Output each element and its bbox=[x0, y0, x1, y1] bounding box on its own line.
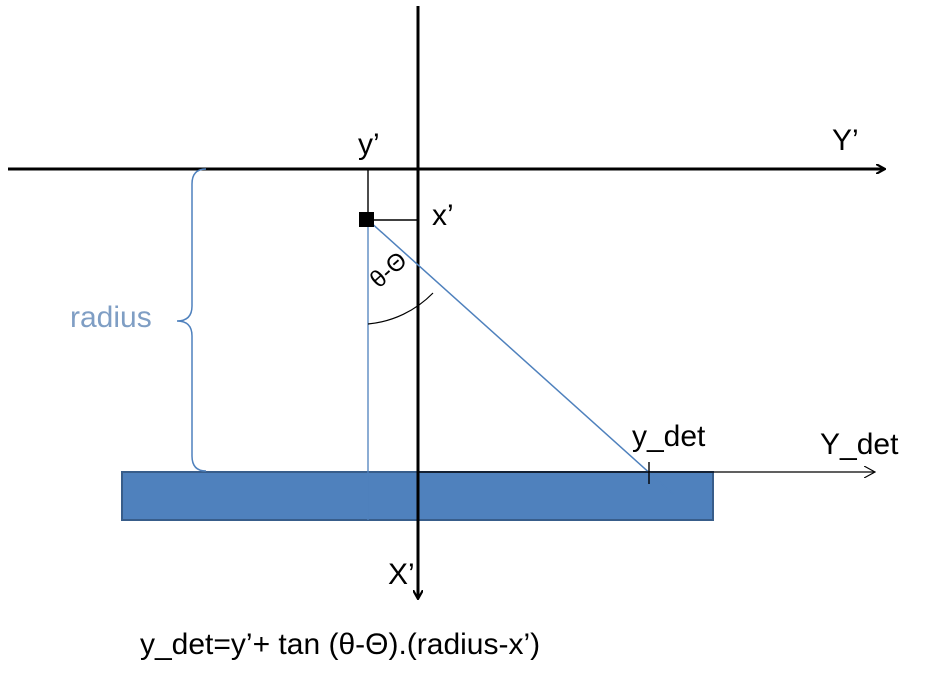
point-marker bbox=[359, 212, 374, 227]
angle-arc bbox=[367, 292, 434, 325]
equation-text: y_det=y’+ tan (θ-Θ).(radius-x’) bbox=[140, 628, 541, 661]
radius-brace bbox=[176, 168, 207, 472]
y-prime-axis-label: Y’ bbox=[832, 124, 859, 157]
y-prime-label: y’ bbox=[358, 128, 380, 161]
x-prime-label: x’ bbox=[432, 199, 454, 232]
y-det-axis-label: Y_det bbox=[820, 428, 899, 461]
ray-line bbox=[367, 219, 674, 495]
radius-label: radius bbox=[70, 301, 152, 334]
x-prime-axis-label: X’ bbox=[388, 558, 415, 591]
y-det-label: y_det bbox=[632, 420, 706, 453]
